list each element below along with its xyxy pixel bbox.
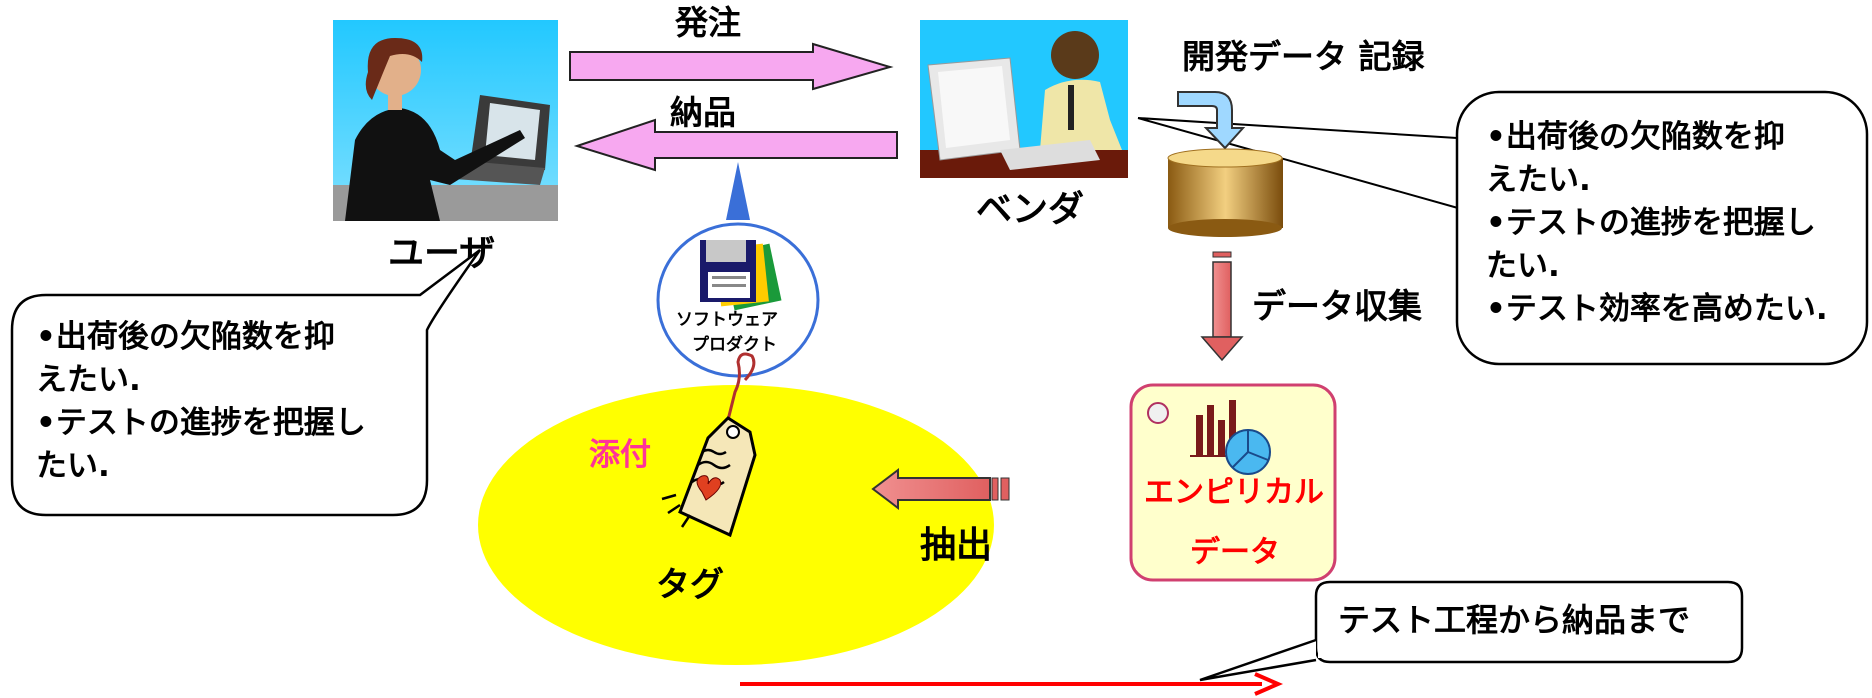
user-need-line: たい. <box>36 448 110 484</box>
curved-arrow-icon <box>1177 91 1246 150</box>
empirical-label-2: データ <box>1190 535 1280 570</box>
vendor-need-line: えたい. <box>1486 162 1591 198</box>
empirical-label-1: エンピリカル <box>1144 475 1324 510</box>
vendor-needs-text: •出荷後の欠陥数を抑 えたい. •テストの進捗を把握し たい. •テスト効率を高… <box>1486 116 1828 331</box>
user-needs-text: •出荷後の欠陥数を抑 えたい. •テストの進捗を把握し たい. <box>36 316 366 488</box>
attach-label: 添付 <box>589 437 651 473</box>
timeline-bubble-pointer <box>1199 638 1317 682</box>
tag-ellipse <box>478 385 994 665</box>
vendor-need-line: •テストの進捗を把握し <box>1486 205 1816 241</box>
software-product-icon <box>656 222 820 378</box>
timeline-arrow <box>740 672 1284 696</box>
user-woman-laptop-icon <box>333 20 558 221</box>
user-needs-bubble-shape <box>10 249 482 517</box>
down-arrow-icon <box>1200 251 1244 362</box>
delivery-label: 納品 <box>670 93 736 132</box>
software-product-label-1: ソフトウェア <box>676 310 778 330</box>
order-label: 発注 <box>675 3 741 42</box>
vendor-label: ベンダ <box>976 189 1085 230</box>
vendor-need-line: たい. <box>1486 248 1560 284</box>
tag-icon <box>661 416 757 538</box>
user-need-line: •テストの進捗を把握し <box>36 405 366 441</box>
user-need-line: えたい. <box>36 362 141 398</box>
left-arrow-icon <box>871 467 1010 511</box>
test-to-delivery-label: テスト工程から納品まで <box>1338 601 1691 639</box>
order-arrow <box>569 42 894 91</box>
data-collection-label: データ収集 <box>1252 287 1422 327</box>
user-need-line: •出荷後の欠陥数を抑 <box>36 319 335 355</box>
diskette-stack-icon <box>700 240 782 311</box>
product-pointer <box>726 162 750 220</box>
record-dev-data-label: 開発データ 記録 <box>1182 37 1425 76</box>
timeline-bubble-shape <box>1314 580 1744 664</box>
extract-label: 抽出 <box>920 525 993 566</box>
empirical-data-card <box>1129 383 1337 582</box>
chart-icon <box>1190 400 1271 475</box>
vendor-need-line: •テスト効率を高めたい. <box>1486 291 1828 327</box>
user-label: ユーザ <box>388 233 496 274</box>
vendor-bubble-pointer <box>1137 117 1466 211</box>
database-icon <box>1167 148 1283 237</box>
software-product-label-2: プロダクト <box>692 335 777 355</box>
vendor-need-line: •出荷後の欠陥数を抑 <box>1486 119 1785 155</box>
vendor-needs-bubble-shape <box>1455 90 1869 366</box>
vendor-man-computer-icon <box>920 20 1128 178</box>
tag-string <box>726 352 756 421</box>
delivery-arrow <box>573 118 898 172</box>
tag-label: タグ <box>656 565 724 605</box>
